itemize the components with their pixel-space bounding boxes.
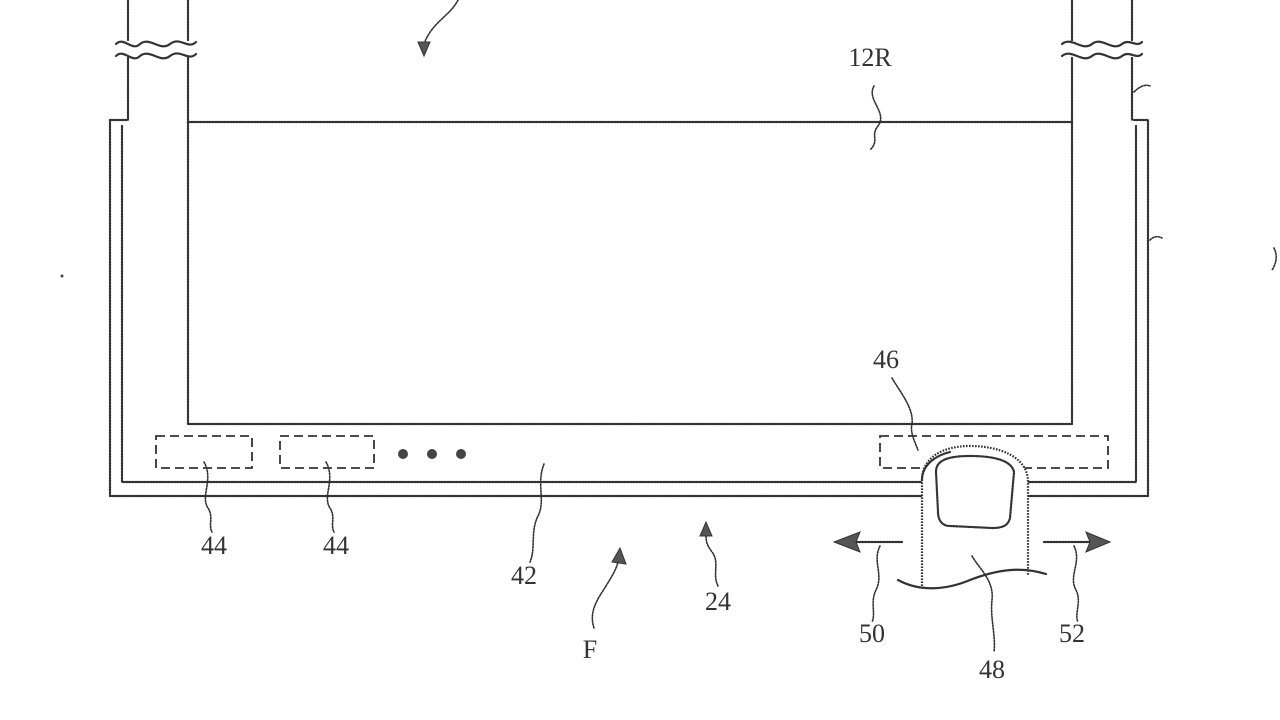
label-52: 52	[1059, 619, 1085, 648]
arrow-f	[591, 546, 627, 629]
finger-48	[896, 444, 1048, 590]
label-f: F	[583, 635, 597, 664]
leader-44-left	[203, 461, 213, 533]
leader-46	[891, 377, 919, 451]
leader-44-right	[325, 461, 335, 533]
arrow-52	[1042, 531, 1112, 623]
slider-sensor-46	[879, 435, 1109, 469]
display-panel	[186, 120, 1074, 426]
leader-12r	[869, 85, 882, 151]
label-12r: 12R	[848, 43, 892, 72]
arrow-24	[699, 520, 719, 587]
ellipsis-dots	[398, 449, 466, 459]
left-strap	[114, 0, 198, 126]
right-strap	[1060, 0, 1163, 241]
label-48: 48	[979, 655, 1005, 684]
label-24: 24	[705, 587, 731, 616]
leader-48	[971, 555, 996, 653]
edge-mark	[1271, 247, 1277, 271]
sensor-44-right	[279, 435, 375, 469]
outer-housing	[108, 118, 1150, 498]
label-44-right: 44	[323, 531, 349, 560]
label-42: 42	[511, 561, 537, 590]
leader-42	[529, 463, 545, 563]
label-46: 46	[873, 345, 899, 374]
label-44-left: 44	[201, 531, 227, 560]
sensor-44-left	[155, 435, 253, 469]
arrow-50	[832, 531, 904, 623]
speck	[60, 274, 64, 278]
label-50: 50	[859, 619, 885, 648]
top-lead-arrow	[417, 0, 459, 58]
